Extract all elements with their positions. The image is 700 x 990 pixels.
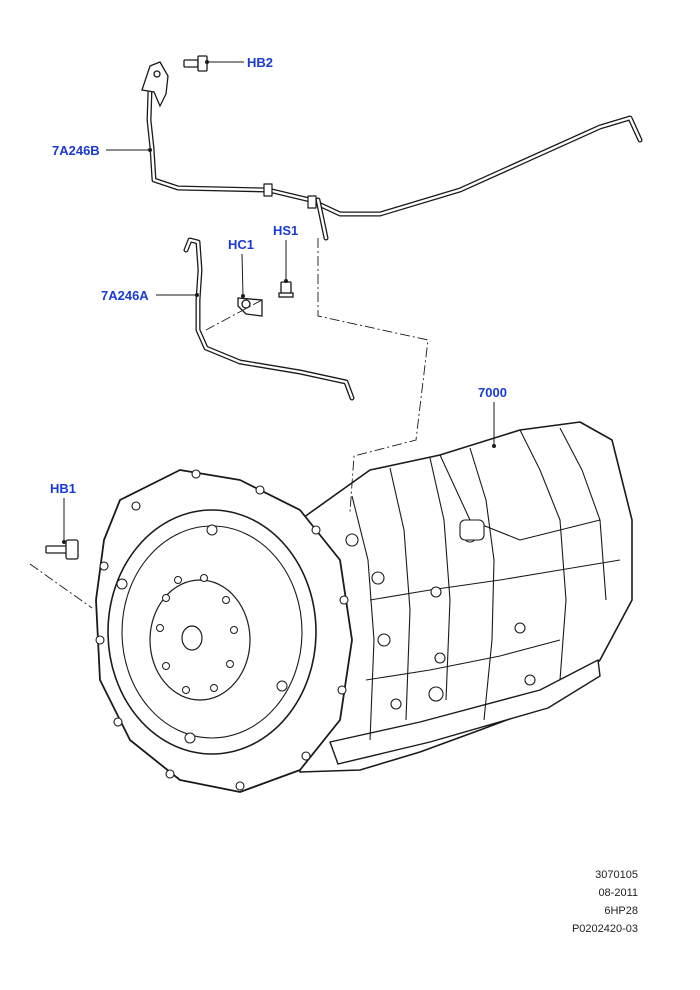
reference-model: 6HP28 — [604, 905, 638, 917]
screw-hs1[interactable] — [278, 281, 294, 298]
bolt-hb2[interactable] — [183, 55, 208, 72]
clip-hc1[interactable] — [237, 297, 263, 317]
callout-7a246a: 7A246A — [101, 288, 149, 303]
transmission-assembly-7000[interactable] — [95, 421, 633, 793]
diagram-reference-info: 3070105 08-2011 6HP28 P0202420-03 — [572, 866, 638, 938]
leader-dots — [62, 60, 496, 544]
reference-date: 08-2011 — [598, 887, 638, 899]
callout-hb2: HB2 — [247, 55, 273, 70]
cooler-pipe-7a246a[interactable] — [183, 237, 355, 401]
callout-7000: 7000 — [478, 385, 507, 400]
pipe-bracket — [141, 61, 169, 108]
callout-hb1: HB1 — [50, 481, 76, 496]
callout-7a246b: 7A246B — [52, 143, 100, 158]
reference-illustration-id: P0202420-03 — [571, 923, 638, 935]
bolt-hb1[interactable] — [45, 539, 79, 560]
callout-hc1: HC1 — [228, 237, 254, 252]
leader-lines — [63, 61, 495, 542]
assembly-lines — [29, 238, 429, 609]
cooler-pipe-7a246b[interactable] — [146, 69, 643, 241]
reference-code: 3070105 — [595, 869, 638, 881]
callout-hs1: HS1 — [273, 223, 298, 238]
